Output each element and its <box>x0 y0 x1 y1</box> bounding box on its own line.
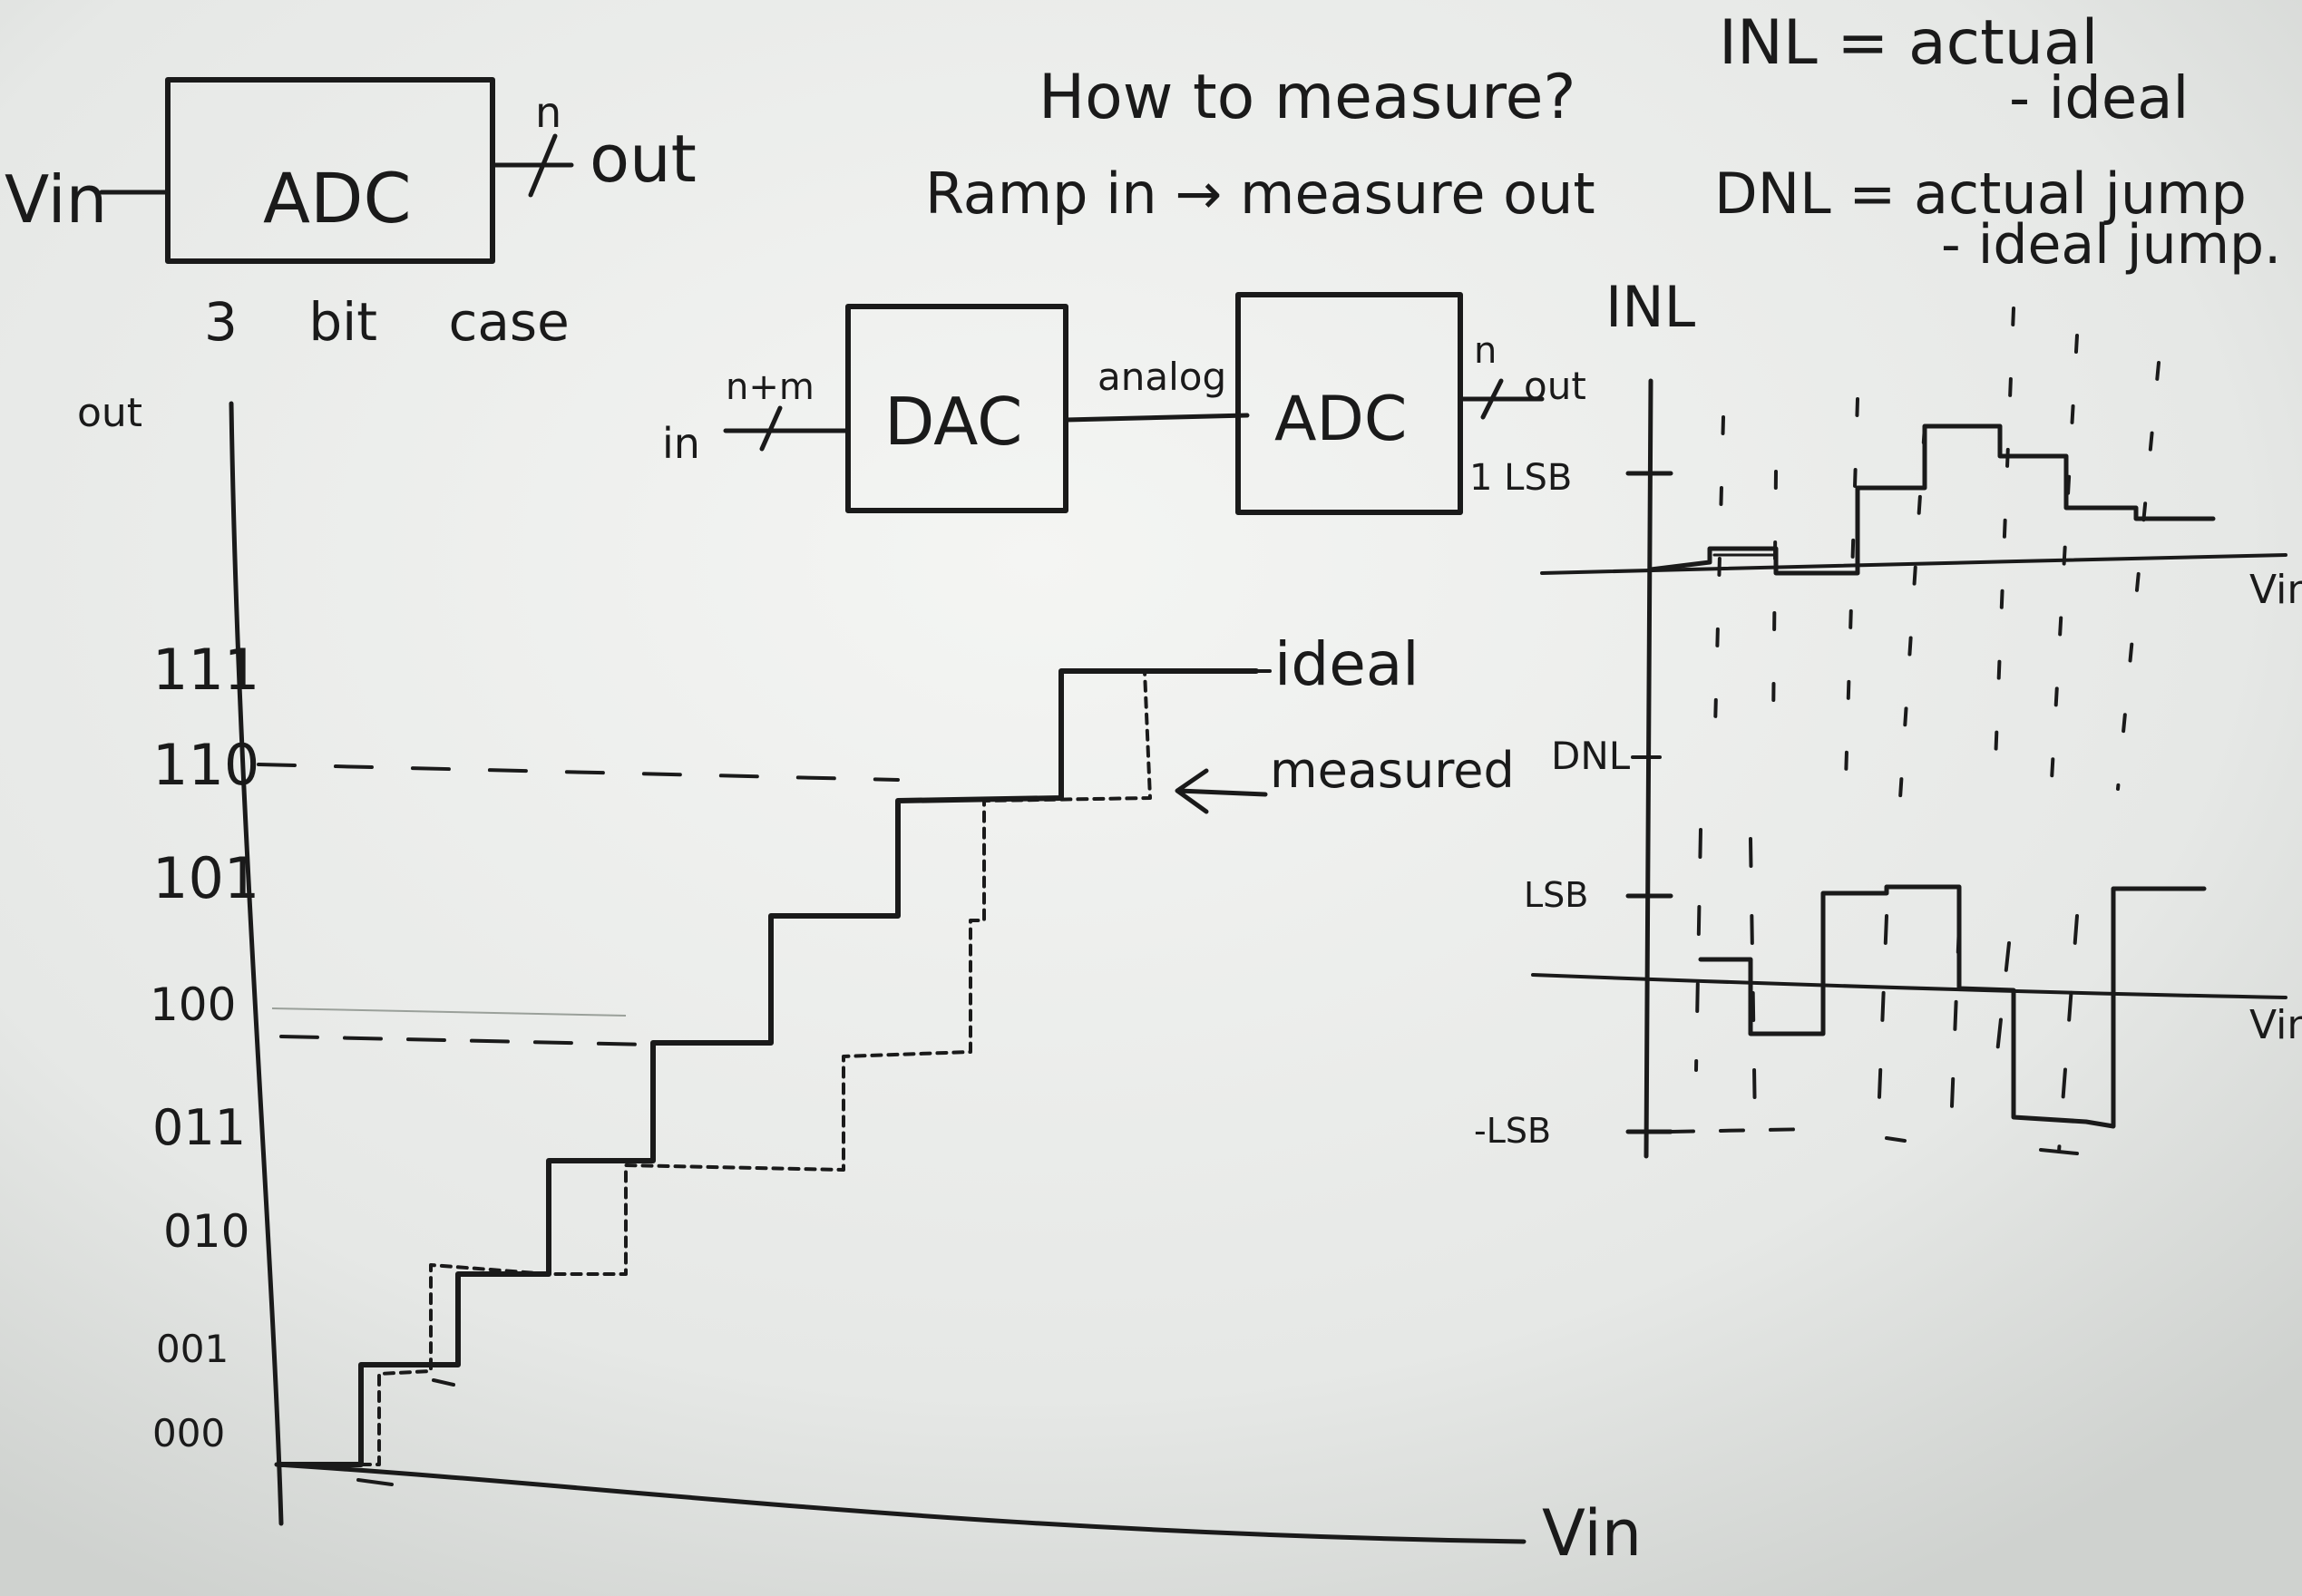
code-label-110: 110 <box>152 732 259 798</box>
code-label-010: 010 <box>163 1205 249 1258</box>
measure-question: How to measure? <box>1039 62 1576 133</box>
measure-method: Ramp in → measure out <box>925 161 1595 227</box>
transfer-ylabel: out <box>77 390 142 436</box>
transfer-y-axis <box>229 401 284 1526</box>
ref-line-110 <box>257 763 900 782</box>
chain-bus-width: n+m <box>726 366 814 408</box>
adc-block-diagram: Vin ADC n out 3 bit case <box>5 77 697 353</box>
code-label-000: 000 <box>152 1411 225 1455</box>
dnl-plot-title: DNL <box>1551 734 1631 778</box>
adc-caption: 3 bit case <box>204 291 570 353</box>
transfer-x-axis <box>274 1462 1527 1544</box>
chain-adc-label: ADC <box>1274 384 1407 455</box>
adc-box-label: ADC <box>263 158 412 238</box>
dnl-tick-pos-label: LSB <box>1524 875 1588 915</box>
ideal-staircase <box>278 668 1259 1467</box>
chain-output-label: out <box>1524 364 1586 408</box>
inl-xlabel: Vin <box>2249 567 2302 613</box>
chain-out-bus-width: n <box>1474 330 1497 372</box>
inl-definition-line1: INL = actual <box>1719 7 2098 79</box>
measured-label: measured <box>1270 742 1515 799</box>
inl-definition-line2: - ideal <box>2009 65 2189 132</box>
test-chain-diagram: in n+m DAC analog ADC n out <box>662 292 1586 515</box>
adc-input-label: Vin <box>5 161 107 238</box>
ref-line-faint <box>271 1007 627 1017</box>
dac-box <box>845 304 1068 513</box>
dnl-definition-line1: DNL = actual jump <box>1714 161 2247 227</box>
dnl-curve <box>1698 884 2207 1129</box>
dnl-x-axis <box>1531 973 2287 999</box>
inl-x-axis <box>1540 553 2287 575</box>
dnl-bottom-marks <box>1885 1136 2079 1155</box>
code-label-011: 011 <box>152 1099 246 1156</box>
adc-bus-width: n <box>535 88 561 137</box>
chain-input-wire <box>723 405 851 452</box>
inl-curve <box>1648 423 2216 576</box>
dnl-xlabel: Vin <box>2249 1002 2302 1048</box>
adc-output-wire <box>490 133 574 198</box>
transfer-xlabel: Vin <box>1542 1496 1642 1571</box>
code-label-001: 001 <box>156 1327 229 1371</box>
inl-plot: INL Vin 1 LSB <box>1469 274 2302 1159</box>
measured-tick-marks <box>356 1378 455 1486</box>
code-label-111: 111 <box>152 637 259 703</box>
chain-input-label: in <box>662 419 700 468</box>
ideal-label: ideal <box>1274 629 1419 699</box>
dnl-definition-line2: - ideal jump. <box>1941 213 2281 277</box>
chain-link-label: analog <box>1097 355 1226 399</box>
chain-analog-wire <box>1063 413 1250 423</box>
dac-box-label: DAC <box>884 384 1022 460</box>
code-labels: 111 110 101 100 011 010 001 000 <box>150 637 259 1455</box>
measured-staircase <box>359 669 1152 1466</box>
code-label-101: 101 <box>152 845 259 911</box>
dnl-tick-neg-label: -LSB <box>1474 1111 1551 1151</box>
dnl-plot: DNL Vin LSB -LSB <box>1474 734 2302 1155</box>
inl-plot-title: INL <box>1605 274 1696 340</box>
measure-notes: How to measure? Ramp in → measure out <box>925 62 1595 227</box>
inl-tick-label: 1 LSB <box>1469 457 1572 499</box>
chain-adc-box <box>1235 292 1463 515</box>
dnl-neg-dash <box>1669 1127 1816 1134</box>
transfer-plot: out Vin 111 110 101 100 011 010 001 000 … <box>77 390 1642 1571</box>
adc-box <box>165 77 495 264</box>
code-label-100: 100 <box>150 978 236 1031</box>
measured-arrow <box>1175 768 1268 814</box>
adc-output-label: out <box>590 121 697 197</box>
definitions: INL = actual - ideal DNL = actual jump -… <box>1714 7 2281 277</box>
chain-output-wire <box>1458 378 1545 420</box>
inl-guide-lines <box>1712 307 2161 800</box>
inl-y-axis <box>1644 378 1653 1159</box>
